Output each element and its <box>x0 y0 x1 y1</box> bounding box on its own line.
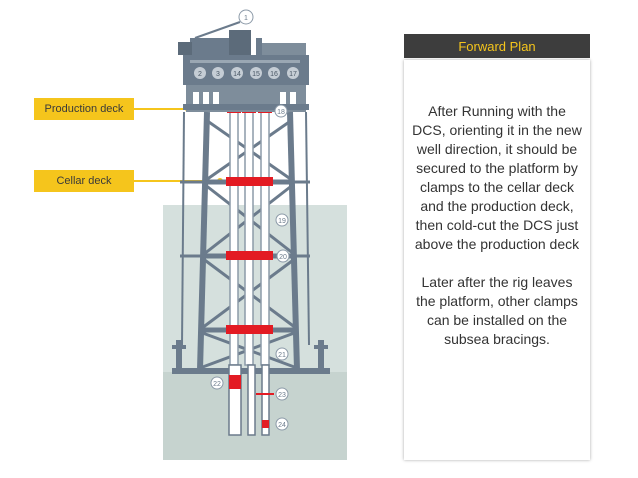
svg-text:20: 20 <box>279 254 287 261</box>
svg-text:18: 18 <box>277 109 285 116</box>
svg-text:16: 16 <box>270 71 278 78</box>
conductor-extensions <box>228 364 274 436</box>
conductors <box>229 89 270 366</box>
forward-plan-paragraph-1: After Running with the DCS, orienting it… <box>412 103 582 252</box>
marker-23: 23 <box>275 387 289 401</box>
marker-20: 20 <box>276 249 290 263</box>
svg-text:2: 2 <box>198 71 202 78</box>
marker-15: 15 <box>250 67 262 79</box>
marker-18: 18 <box>274 104 288 118</box>
svg-text:3: 3 <box>216 71 220 78</box>
svg-text:1: 1 <box>244 15 248 22</box>
platform-diagram: 1 2 3 14 15 16 17 18 <box>134 9 347 460</box>
marker-16: 16 <box>268 67 280 79</box>
svg-text:24: 24 <box>278 422 286 429</box>
svg-text:23: 23 <box>278 392 286 399</box>
production-deck-label: Production deck <box>34 98 134 120</box>
svg-text:14: 14 <box>233 71 241 78</box>
marker-14: 14 <box>231 67 243 79</box>
marker-22: 22 <box>210 376 224 390</box>
marker-19: 19 <box>275 213 289 227</box>
number-markers: 1 2 3 14 15 16 17 18 <box>194 9 299 431</box>
svg-text:19: 19 <box>278 218 286 225</box>
marker-1: 1 <box>238 9 254 25</box>
forward-plan-paragraph-2: Later after the rig leaves the platform,… <box>416 274 578 347</box>
marker-21: 21 <box>275 347 289 361</box>
svg-text:15: 15 <box>252 71 260 78</box>
svg-text:22: 22 <box>213 381 221 388</box>
svg-text:21: 21 <box>278 352 286 359</box>
marker-17: 17 <box>287 67 299 79</box>
forward-plan-title: Forward Plan <box>404 34 590 58</box>
marker-24: 24 <box>275 417 289 431</box>
marker-3: 3 <box>212 67 224 79</box>
marker-2: 2 <box>194 67 206 79</box>
forward-plan-panel: After Running with the DCS, orienting it… <box>404 60 590 460</box>
cellar-deck-label: Cellar deck <box>34 170 134 192</box>
svg-text:17: 17 <box>289 71 297 78</box>
topsides <box>178 21 309 112</box>
